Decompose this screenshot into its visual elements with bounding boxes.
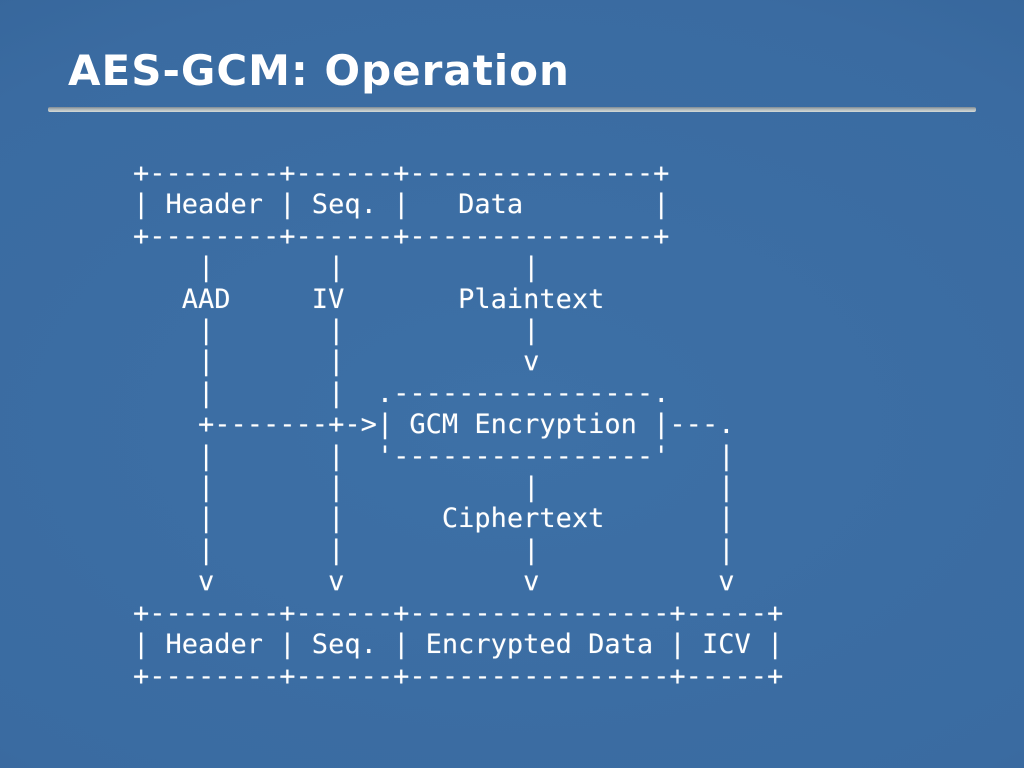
title-underline <box>48 107 976 112</box>
slide-title: AES-GCM: Operation <box>68 46 570 95</box>
aes-gcm-flow-diagram: +--------+------+---------------+ | Head… <box>133 158 784 692</box>
